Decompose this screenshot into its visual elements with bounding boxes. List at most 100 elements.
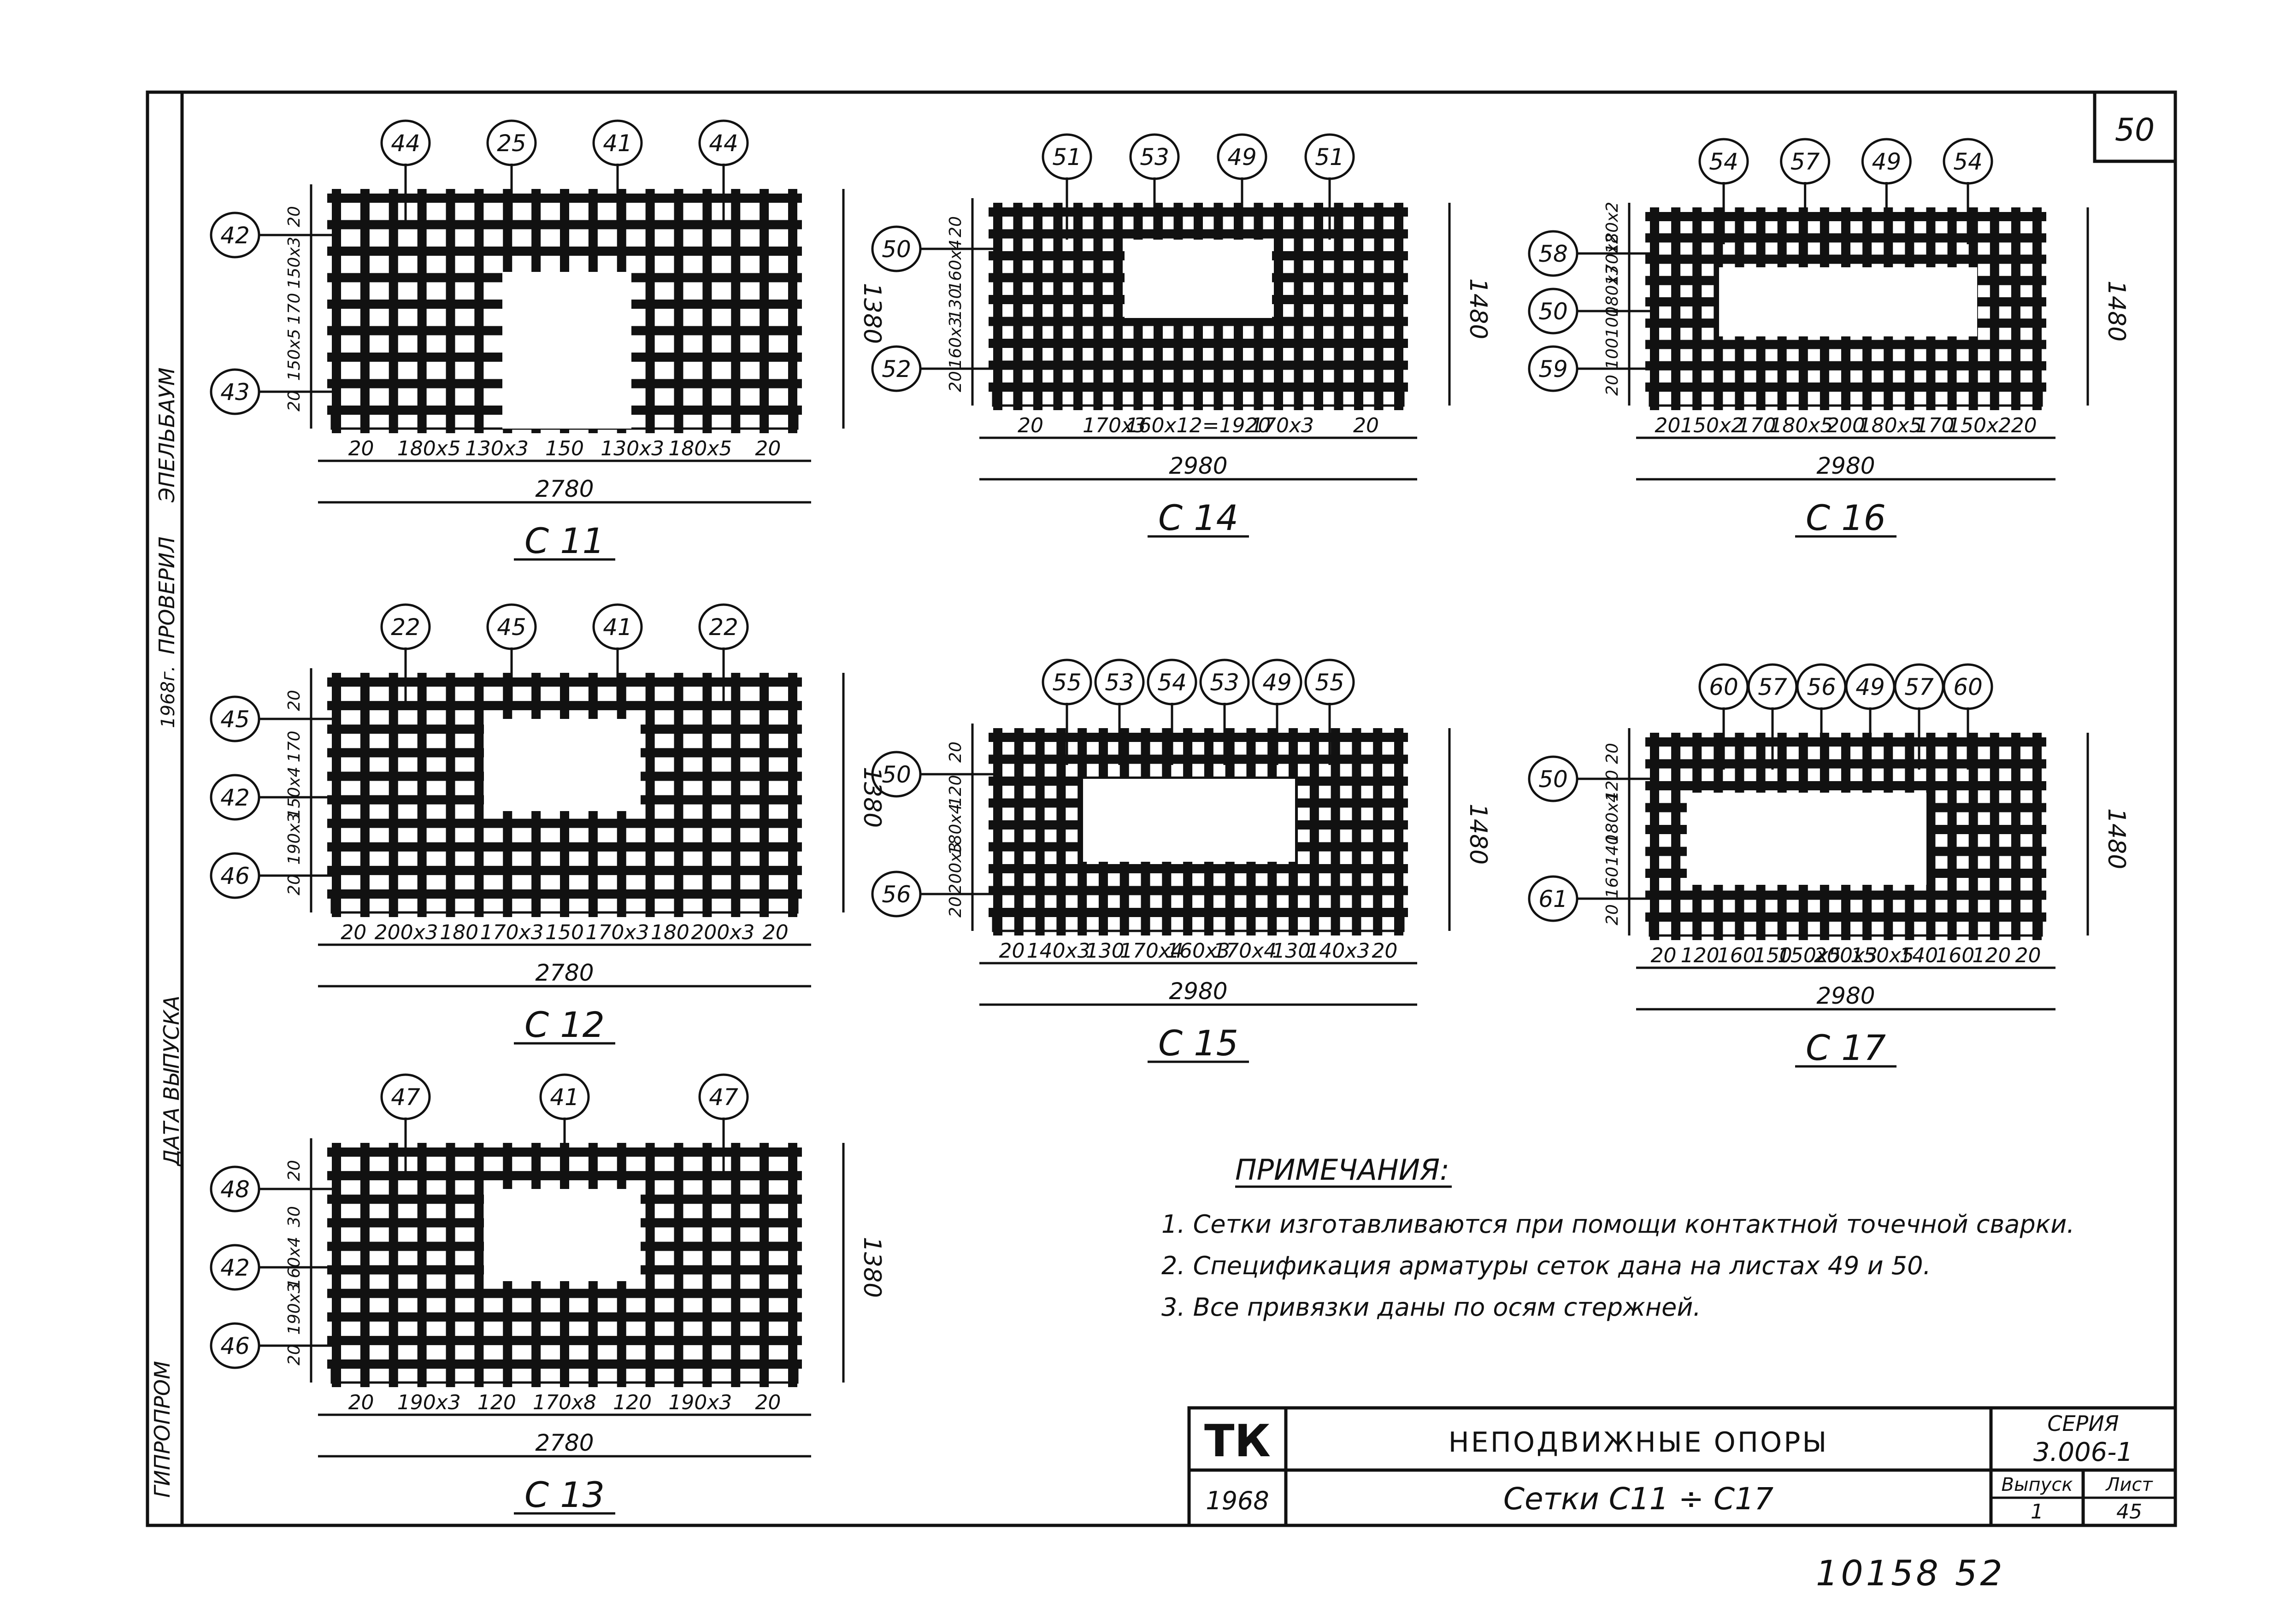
height-total: 1380 bbox=[858, 1237, 886, 1298]
left-dimension-label: 170 bbox=[285, 731, 304, 763]
sheet-label: Лист bbox=[2105, 1474, 2153, 1495]
callout-bubble bbox=[486, 603, 537, 650]
height-total: 1480 bbox=[1464, 804, 1492, 865]
left-dimension-label: 20 bbox=[285, 206, 304, 227]
callout-bubble bbox=[1304, 133, 1355, 180]
height-total: 1480 bbox=[1464, 278, 1492, 339]
callout-number: 41 bbox=[603, 614, 632, 641]
callout-number: 22 bbox=[709, 614, 738, 641]
left-dimension-label: 20 bbox=[1603, 904, 1622, 925]
mesh-title: С 12 bbox=[524, 1004, 605, 1045]
callout-bubble bbox=[210, 852, 260, 899]
dimension-label: 20 bbox=[341, 921, 366, 944]
left-dimension-label: 20 bbox=[946, 216, 965, 237]
callout-bubble bbox=[210, 1244, 260, 1291]
mesh-title: С 11 bbox=[524, 520, 605, 561]
stamp-year: 1968г. bbox=[158, 665, 179, 728]
mesh-edge-strip bbox=[1649, 916, 2043, 937]
dimension-label: 20 bbox=[1018, 414, 1043, 437]
archive-number: 10158 52 bbox=[1816, 1553, 2005, 1594]
callout-number: 44 bbox=[709, 130, 738, 157]
callout-bubble bbox=[210, 1165, 260, 1212]
callout-number: 58 bbox=[1538, 241, 1568, 267]
callout-bubble bbox=[871, 225, 922, 272]
callout-number: 57 bbox=[1790, 148, 1820, 175]
callout-bubble bbox=[1698, 138, 1749, 185]
dimension-label: 150 bbox=[1754, 944, 1792, 967]
dimension-label: 140x3 bbox=[1027, 939, 1090, 963]
sheet-frame bbox=[146, 90, 2177, 1527]
callout-number: 44 bbox=[391, 130, 420, 157]
dimension-label: 200x3 bbox=[375, 921, 438, 944]
left-dimension-label: 150x5 bbox=[285, 329, 304, 381]
series-label: СЕРИЯ bbox=[2047, 1411, 2119, 1436]
stamp-checked-label: ПРОВЕРИЛ bbox=[154, 536, 179, 654]
left-dimension-label: 20 bbox=[946, 371, 965, 392]
left-dimension-label: 20 bbox=[946, 896, 965, 918]
callout-bubble bbox=[1943, 663, 1993, 710]
left-dimension-label: 160 bbox=[1603, 867, 1622, 899]
mesh-edge-strip bbox=[992, 911, 1405, 932]
dimension-label: 170x3 bbox=[480, 921, 544, 944]
page-number: 50 bbox=[2115, 112, 2155, 148]
left-dimension-label: 190x3 bbox=[285, 813, 304, 865]
callout-bubble bbox=[1199, 659, 1250, 706]
dimension-label: 130 bbox=[1272, 939, 1311, 963]
dimension-label: 170 bbox=[1915, 414, 1954, 437]
left-dimension-label: 180x3 bbox=[1603, 265, 1622, 317]
dimension-label: 130x3 bbox=[601, 437, 664, 460]
dimension-label: 200x3 bbox=[691, 921, 754, 944]
dimension-label: 20 bbox=[348, 437, 374, 460]
callout-number: 61 bbox=[1538, 886, 1568, 912]
dimension-label: 180 bbox=[651, 921, 689, 944]
dimension-label: 20 bbox=[755, 437, 781, 460]
callout-bubble bbox=[1042, 659, 1092, 706]
sheet-value: 45 bbox=[2116, 1500, 2142, 1524]
mesh-edge-strip bbox=[992, 386, 1405, 407]
dimension-label: 170x3 bbox=[1250, 414, 1314, 437]
left-dimension-label: 20 bbox=[1603, 375, 1622, 396]
notes-heading: ПРИМЕЧАНИЯ: bbox=[1235, 1153, 1449, 1187]
dimension-label: 120 bbox=[1972, 944, 2011, 967]
callout-bubble bbox=[210, 1322, 260, 1369]
callout-bubble bbox=[1528, 755, 1578, 802]
left-dimension-label: 160x3 bbox=[946, 317, 965, 369]
mesh-opening bbox=[484, 719, 641, 811]
dimension-label: 190x3 bbox=[668, 1391, 732, 1414]
mesh-title: С 16 bbox=[1806, 497, 1886, 538]
callout-number: 53 bbox=[1210, 669, 1239, 696]
dimension-label: 180x5 bbox=[1769, 414, 1833, 437]
callout-bubble bbox=[210, 774, 260, 821]
callout-number: 54 bbox=[1709, 148, 1738, 175]
callout-bubble bbox=[1528, 875, 1578, 922]
dimension-label: 130x3 bbox=[465, 437, 529, 460]
height-total: 1480 bbox=[2103, 808, 2130, 869]
dimension-label: 150x2 bbox=[1948, 414, 2011, 437]
note-item-3: 3. Все привязки даны по осям стержней. bbox=[1161, 1293, 1701, 1322]
note-item-1: 1. Сетки изготавливаются при помощи конт… bbox=[1161, 1210, 2074, 1239]
dimension-label: 120 bbox=[613, 1391, 652, 1414]
callout-bubble bbox=[1094, 659, 1145, 706]
callout-number: 50 bbox=[1538, 298, 1568, 325]
dimension-label: 150x5 bbox=[1850, 944, 1914, 967]
notes-block: ПРИМЕЧАНИЯ: 1. Сетки изготавливаются при… bbox=[1161, 1153, 2074, 1322]
mesh-opening bbox=[502, 272, 631, 429]
dimension-label: 160 bbox=[1936, 944, 1974, 967]
left-dimension-label: 170 bbox=[285, 293, 304, 325]
callout-bubble bbox=[486, 119, 537, 166]
issue-value: 1 bbox=[2031, 1500, 2044, 1524]
dimension-label: 180x5 bbox=[1859, 414, 1922, 437]
callout-bubble bbox=[210, 695, 260, 742]
dimension-label: 170x4 bbox=[1213, 939, 1277, 963]
callout-number: 57 bbox=[1904, 674, 1934, 700]
mesh-edge-strip bbox=[330, 1363, 799, 1384]
dimension-label: 160 bbox=[1717, 944, 1756, 967]
dimension-label: 170 bbox=[1737, 414, 1776, 437]
callout-number: 22 bbox=[391, 614, 420, 641]
dimension-label: 120 bbox=[1681, 944, 1720, 967]
callout-bubble bbox=[592, 119, 643, 166]
